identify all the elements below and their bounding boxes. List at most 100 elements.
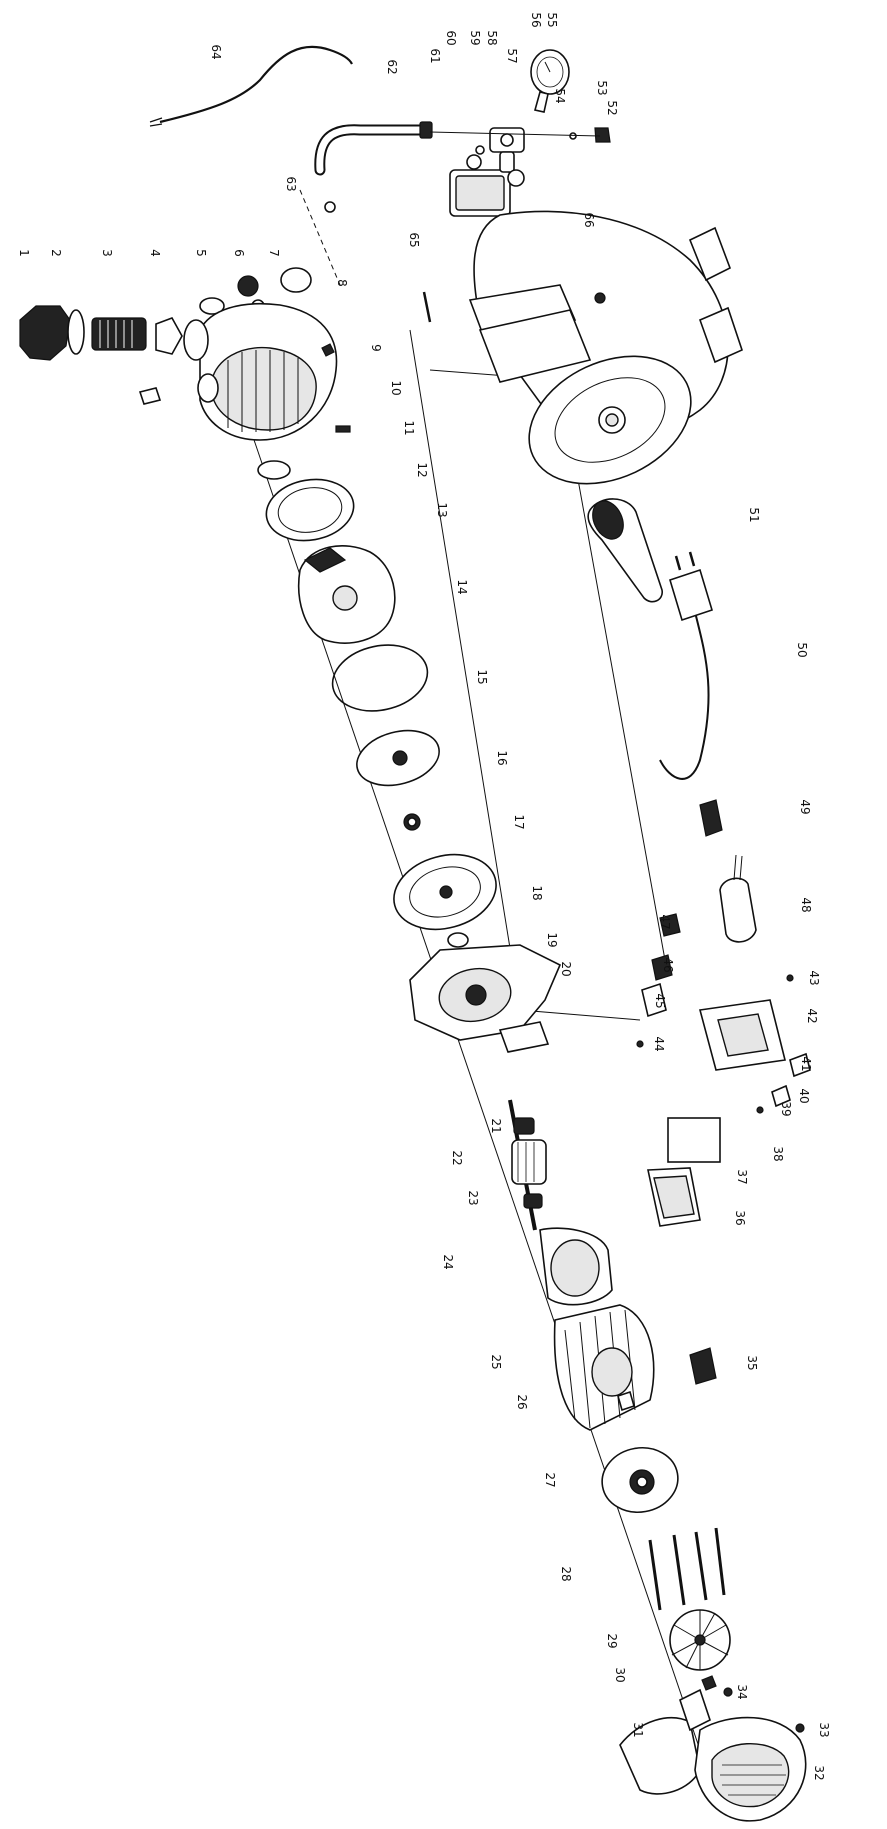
callout-number: 11 [402, 420, 416, 435]
alignment-line-hose [299, 189, 341, 286]
callout-number: 14 [455, 579, 469, 594]
callout-number: 39 [779, 1101, 793, 1116]
terminal-box-inner [653, 1175, 695, 1219]
callout-number: 65 [407, 232, 421, 247]
callout-number: 66 [582, 212, 596, 227]
callout-number: 4 [148, 249, 162, 257]
screw-39-part [756, 1106, 764, 1114]
callout-number: 55 [545, 12, 559, 27]
seal-17-inner [407, 817, 417, 827]
callout-number: 61 [428, 48, 442, 63]
diaphragm-18-hub [439, 885, 453, 899]
callout-number: 26 [515, 1394, 529, 1409]
cooling-fan-hub [694, 1634, 706, 1646]
callout-number: 31 [631, 1722, 645, 1737]
power-wire-part [159, 45, 353, 124]
drain-plug-part [138, 387, 162, 405]
wave-washer-26-part [617, 1390, 635, 1412]
callout-number: 27 [543, 1472, 557, 1487]
washer-63-part [324, 201, 336, 213]
drain-valve-53-part [594, 127, 611, 143]
pump-casing-grille [211, 346, 317, 431]
callout-number: 52 [605, 100, 619, 115]
handle-grip [592, 500, 624, 540]
relay-45-part [641, 982, 667, 1018]
clip-30-part [701, 1675, 717, 1691]
washer-19-part [447, 932, 469, 948]
filter-adaptor-4-part [155, 317, 183, 355]
callout-number: 18 [530, 885, 544, 900]
power-cord-50-part [659, 589, 710, 780]
terminal-plate-38-part [667, 1117, 721, 1163]
callout-number: 8 [335, 279, 349, 287]
capacitor-48-part [719, 877, 757, 943]
callout-number: 9 [369, 344, 383, 352]
o-ring-15-part [331, 644, 429, 712]
callout-number: 57 [505, 48, 519, 63]
impeller-16-hub [392, 750, 408, 766]
callout-number: 20 [559, 961, 573, 976]
callout-number: 58 [485, 30, 499, 45]
callout-number: 63 [284, 176, 298, 191]
callout-number: 15 [475, 669, 489, 684]
stator-24-bore [550, 1239, 600, 1297]
callout-number: 36 [733, 1210, 747, 1225]
o-ring-2-part [67, 309, 85, 355]
power-plug-pins [674, 551, 696, 571]
flexible-hose-inner [316, 126, 424, 174]
tank-base-rail [478, 309, 592, 383]
bearing-21-part [513, 1117, 535, 1135]
diaphragm-18-ring [409, 866, 481, 918]
rear-bracket-bearing-inner [636, 1476, 648, 1488]
callout-number: 29 [605, 1633, 619, 1648]
hose-nut-part [419, 121, 433, 139]
pressure-switch-cover [455, 175, 505, 211]
screw-33-part [795, 1723, 805, 1733]
callout-number: 50 [795, 642, 809, 657]
callout-number: 10 [389, 380, 403, 395]
terminal-47-part [659, 913, 681, 937]
callout-number: 1 [17, 249, 31, 257]
screw-9-part [321, 343, 335, 357]
inlet-port [183, 319, 209, 361]
fan-cover-grille-holes [720, 1764, 786, 1796]
tank-fitting-66-part [594, 292, 606, 304]
cable-gland-40-part [771, 1084, 791, 1108]
impeller-hub [332, 585, 358, 611]
pump-casing-ribs [227, 350, 299, 432]
callout-number: 7 [267, 249, 281, 257]
bearing-23-part [523, 1193, 543, 1209]
callout-number: 24 [441, 1254, 455, 1269]
callout-number: 32 [812, 1765, 826, 1780]
callout-number: 6 [232, 249, 246, 257]
callout-number: 35 [745, 1355, 759, 1370]
connector-axis [429, 131, 601, 137]
pressure-gauge-face [536, 56, 564, 88]
gauge-stem-part [534, 91, 549, 113]
callout-number: 47 [658, 914, 672, 929]
key-11-part [335, 425, 351, 433]
callout-number: 17 [512, 814, 526, 829]
callout-number: 62 [385, 59, 399, 74]
callout-number: 16 [495, 750, 509, 765]
terminal-46-part [651, 954, 673, 981]
callout-number: 48 [799, 897, 813, 912]
o-ring-54-part [569, 132, 577, 140]
tank-foot-right [698, 306, 743, 364]
gauge-needle [544, 61, 551, 73]
capacitor-lead-b [739, 855, 743, 881]
callout-number: 25 [489, 1354, 503, 1369]
terminal-cover-31-part [619, 1717, 701, 1795]
motor-housing-bore [591, 1347, 633, 1397]
motor-bracket-feet [498, 1021, 550, 1053]
callout-number: 46 [661, 957, 675, 972]
callout-number: 5 [194, 249, 208, 257]
callout-number: 40 [797, 1088, 811, 1103]
bolt-65-part [422, 291, 432, 323]
screw-34-part [723, 1687, 733, 1697]
callout-number: 41 [799, 1056, 813, 1071]
callout-number: 56 [529, 12, 543, 27]
diffuser-ring-13-part [265, 478, 355, 542]
